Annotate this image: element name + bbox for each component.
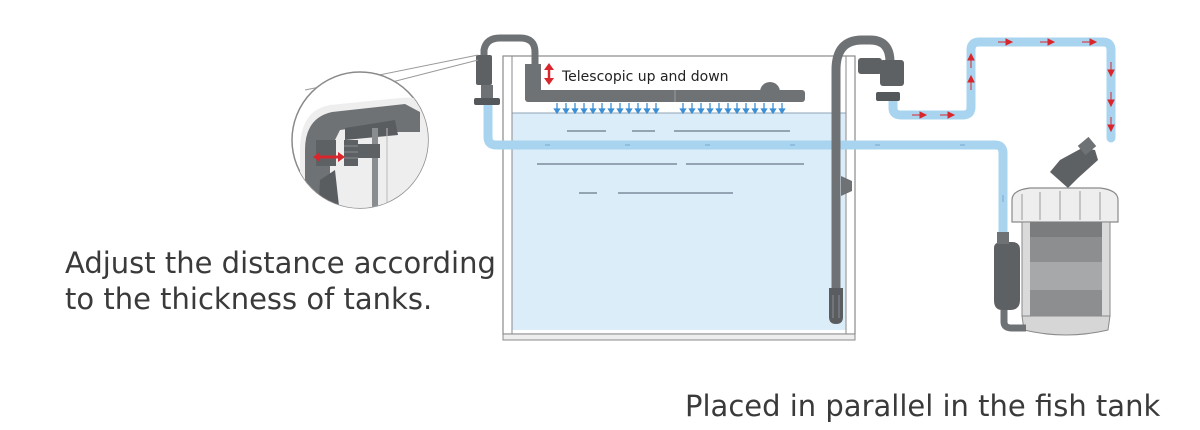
water-drop-arrow-icon xyxy=(733,103,741,115)
inlet-tube xyxy=(483,98,1008,245)
telescopic-arrow-icon xyxy=(544,63,554,85)
water-drop-arrow-icon xyxy=(751,103,759,115)
water-drop-arrow-icon xyxy=(598,103,606,115)
water-drop-arrow-icon xyxy=(607,103,615,115)
suction-cup xyxy=(841,176,852,196)
flow-arrow-icon xyxy=(1082,38,1098,46)
canister-filter xyxy=(994,136,1119,336)
flow-arrow-icon xyxy=(998,38,1014,46)
water-drop-arrow-icon xyxy=(616,103,624,115)
water-drop-arrow-icon xyxy=(679,103,687,115)
adjust-distance-arrow-icon xyxy=(313,152,345,162)
water-drop-arrow-icon xyxy=(589,103,597,115)
telescopic-label: Telescopic up and down xyxy=(561,69,729,85)
flow-arrow-icon xyxy=(1107,62,1115,78)
intake-strainer xyxy=(829,288,843,324)
filter-inlet-pipe xyxy=(1000,310,1026,332)
flow-arrow-icon xyxy=(967,74,975,90)
intake-pipe-tube xyxy=(831,35,895,300)
spray-bar xyxy=(525,64,805,115)
filter-lid xyxy=(1011,187,1119,223)
left-hanger-arc xyxy=(480,34,539,70)
filter-outlet-connector xyxy=(1050,148,1098,188)
flow-arrows xyxy=(912,38,1115,133)
water-drop-arrow-icon xyxy=(742,103,750,115)
flow-arrow-icon xyxy=(912,111,928,119)
intake-pipe xyxy=(829,35,904,324)
flow-arrow-icon xyxy=(940,111,956,119)
water-drop-arrow-icon xyxy=(697,103,705,115)
right-hanger-nut xyxy=(876,92,900,101)
water-drop-arrow-icon xyxy=(760,103,768,115)
water-drop-arrow-icon xyxy=(706,103,714,115)
left-hanger-clamp xyxy=(476,55,492,85)
water-drop-arrow-icon xyxy=(715,103,723,115)
left-hanger xyxy=(474,34,539,105)
water-drop-arrow-icon xyxy=(688,103,696,115)
water-drop-arrow-icon xyxy=(553,103,561,115)
tube-ticks xyxy=(545,144,1004,202)
flow-arrow-icon xyxy=(1107,117,1115,133)
magnifier-inset xyxy=(291,54,479,209)
flow-arrow-icon xyxy=(967,52,975,68)
parallel-placement-caption: Placed in parallel in the fish tank xyxy=(685,389,1161,423)
tank-base xyxy=(502,333,856,341)
right-hanger-valve xyxy=(880,60,904,86)
water-drop-arrow-icon xyxy=(625,103,633,115)
water-drop-arrows xyxy=(553,103,786,115)
adjust-distance-caption: Adjust the distance according to the thi… xyxy=(65,245,505,317)
filter-base xyxy=(1021,315,1111,336)
water-drop-arrow-icon xyxy=(724,103,732,115)
left-hanger-nut xyxy=(474,98,500,105)
adjust-caption-line-1: Adjust the distance according xyxy=(65,246,496,280)
water-drop-arrow-icon xyxy=(652,103,660,115)
flow-arrow-icon xyxy=(1107,92,1115,108)
zoom-line-bottom xyxy=(391,59,479,83)
water-drop-arrow-icon xyxy=(769,103,777,115)
water-ripples xyxy=(537,130,804,194)
water-drop-arrow-icon xyxy=(571,103,579,115)
flow-arrow-icon xyxy=(1040,38,1056,46)
right-hanger-clamp xyxy=(858,58,882,74)
water-drop-arrow-icon xyxy=(580,103,588,115)
water-drop-arrow-icon xyxy=(778,103,786,115)
water-drop-arrow-icon xyxy=(562,103,570,115)
filter-inlet-connector xyxy=(994,242,1020,310)
spray-bar-cap xyxy=(760,82,780,102)
adjust-caption-line-2: to the thickness of tanks. xyxy=(65,282,433,316)
water-drop-arrow-icon xyxy=(634,103,642,115)
spray-bar-tube xyxy=(525,90,805,102)
water-drop-arrow-icon xyxy=(643,103,651,115)
return-tube xyxy=(888,37,1116,143)
